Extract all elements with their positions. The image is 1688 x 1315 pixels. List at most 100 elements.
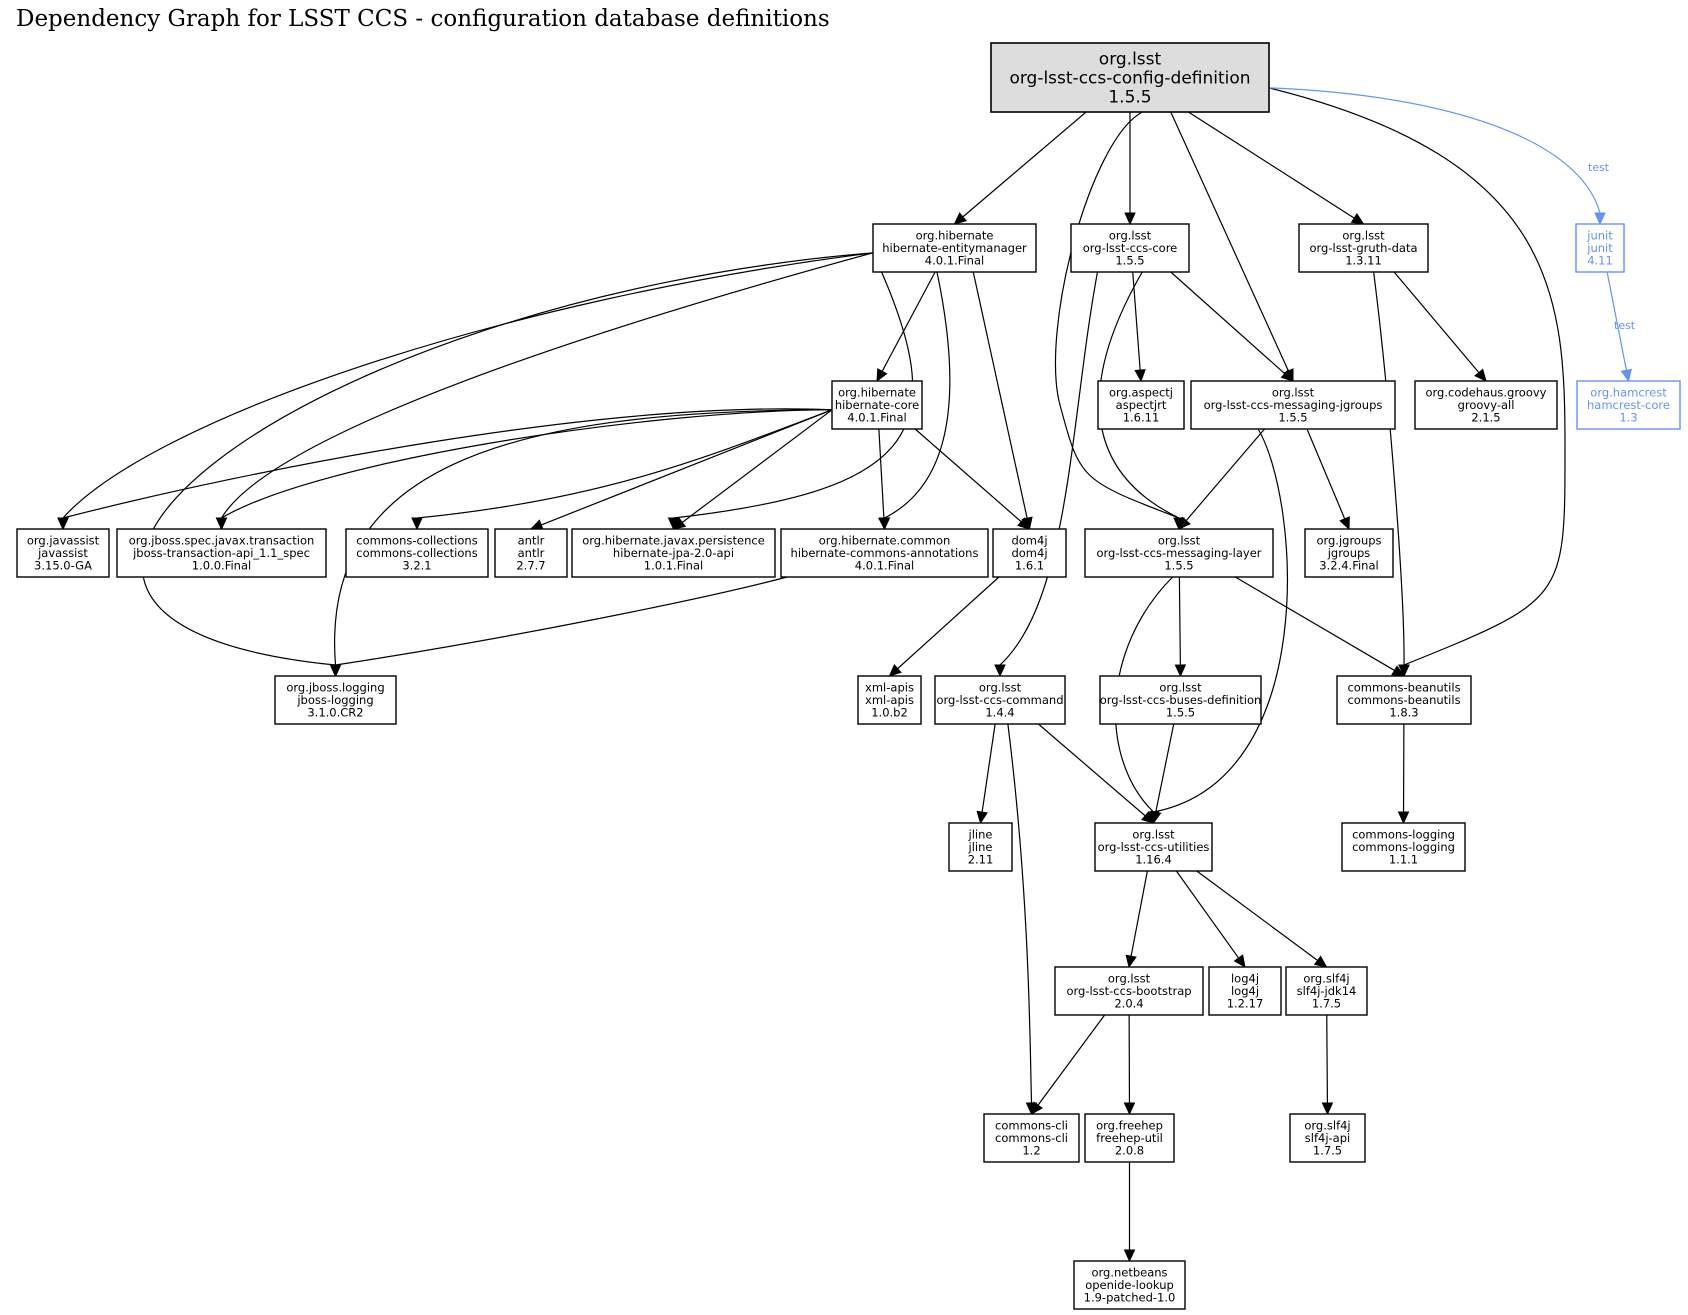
edge-line bbox=[1326, 1014, 1329, 1104]
arrowhead-icon bbox=[1124, 212, 1136, 226]
node-hibernate-entitymanager[interactable]: org.hibernatehibernate-entitymanager4.0.… bbox=[872, 223, 1037, 273]
edge-line bbox=[1306, 428, 1346, 520]
node-jboss-transaction-api_1.1_spec[interactable]: org.jboss.spec.javax.transactionjboss-tr… bbox=[116, 528, 327, 578]
node-version: 1.8.3 bbox=[1389, 706, 1418, 720]
edge-line bbox=[1373, 271, 1405, 666]
node-openide-lookup[interactable]: org.netbeansopenide-lookup1.9-patched-1.… bbox=[1073, 1260, 1186, 1310]
edge-hcore-to-dom4j bbox=[914, 428, 1031, 530]
edge-line bbox=[221, 409, 833, 519]
node-artifact: hamcrest-core bbox=[1587, 398, 1670, 412]
node-artifact: slf4j-api bbox=[1305, 1131, 1350, 1145]
node-artifact: xml-apis bbox=[865, 693, 914, 707]
edge-hem-to-hcore bbox=[876, 271, 936, 383]
arrowhead-icon bbox=[1594, 212, 1606, 226]
node-commons-collections[interactable]: commons-collectionscommons-collections3.… bbox=[345, 528, 489, 578]
arrowhead-icon bbox=[215, 517, 228, 531]
node-version: 4.0.1.Final bbox=[925, 254, 984, 268]
node-artifact: dom4j bbox=[1011, 546, 1047, 560]
node-group: commons-cli bbox=[995, 1119, 1068, 1133]
node-version: 1.6.11 bbox=[1123, 411, 1160, 425]
node-version: 1.5.5 bbox=[1115, 254, 1144, 268]
node-box bbox=[16, 528, 110, 578]
node-version: 1.4.4 bbox=[985, 706, 1014, 720]
node-group: org.lsst bbox=[1109, 229, 1152, 243]
edge-label: test bbox=[1614, 319, 1636, 332]
node-group: org.lsst bbox=[1132, 828, 1175, 842]
node-org-lsst-ccs-messaging-layer[interactable]: org.lsstorg-lsst-ccs-messaging-layer1.5.… bbox=[1084, 528, 1274, 578]
node-group: antlr bbox=[518, 534, 545, 548]
node-box bbox=[857, 675, 922, 725]
node-version: 3.15.0-GA bbox=[34, 559, 92, 573]
arrowhead-icon bbox=[329, 664, 342, 678]
arrowhead-icon bbox=[1134, 369, 1146, 383]
node-org-lsst-ccs-config-definition[interactable]: org.lsstorg-lsst-ccs-config-definition1.… bbox=[990, 42, 1270, 113]
node-box bbox=[992, 528, 1067, 578]
node-group: org.aspectj bbox=[1109, 386, 1173, 400]
edge-line bbox=[1234, 576, 1395, 671]
node-box bbox=[831, 380, 923, 430]
node-version: 1.16.4 bbox=[1135, 853, 1172, 867]
node-group: org.slf4j bbox=[1303, 972, 1349, 986]
node-artifact: javassist bbox=[37, 546, 88, 560]
edge-line bbox=[541, 409, 833, 526]
node-version: 1.5.5 bbox=[1166, 706, 1195, 720]
edge-mjg-to-ml bbox=[1178, 428, 1265, 530]
edge-hcore-to-jpa bbox=[672, 409, 833, 530]
node-version: 1.0.1.Final bbox=[644, 559, 703, 573]
edge-line bbox=[1054, 111, 1180, 519]
node-artifact: org-lsst-ccs-messaging-jgroups bbox=[1204, 398, 1383, 412]
node-hibernate-jpa-2.0-api[interactable]: org.hibernate.javax.persistencehibernate… bbox=[571, 528, 776, 578]
node-version: 4.0.1.Final bbox=[847, 411, 906, 425]
node-version: 3.2.4.Final bbox=[1319, 559, 1378, 573]
edge-mjg-to-util bbox=[1147, 428, 1288, 825]
edge-line bbox=[1153, 428, 1288, 813]
edge-line bbox=[1175, 870, 1240, 959]
node-artifact: openide-lookup bbox=[1085, 1278, 1174, 1292]
node-group: org.lsst bbox=[1108, 972, 1151, 986]
node-hibernate-commons-annotations[interactable]: org.hibernate.commonhibernate-commons-an… bbox=[780, 528, 989, 578]
edge-line bbox=[62, 252, 874, 519]
node-box bbox=[571, 528, 776, 578]
node-artifact: jline bbox=[968, 840, 993, 854]
node-org-lsst-ccs-messaging-jgroups[interactable]: org.lsstorg-lsst-ccs-messaging-jgroups1.… bbox=[1190, 380, 1396, 430]
arrowhead-icon bbox=[976, 810, 988, 825]
edge-root-to-junit: test bbox=[1268, 87, 1610, 226]
node-box bbox=[1094, 822, 1213, 872]
node-artifact: jgroups bbox=[1327, 546, 1371, 560]
edges-layer: test test bbox=[57, 87, 1636, 1263]
node-artifact: hibernate-commons-annotations bbox=[791, 546, 979, 560]
edge-line bbox=[1007, 723, 1033, 1104]
node-artifact: slf4j-jdk14 bbox=[1297, 984, 1357, 998]
node-artifact: org-lsst-ccs-buses-definition bbox=[1100, 693, 1262, 707]
node-artifact: freehep-util bbox=[1096, 1131, 1163, 1145]
node-group: org.jboss.logging bbox=[286, 681, 384, 695]
node-org-lsst-ccs-buses-definition[interactable]: org.lsstorg-lsst-ccs-buses-definition1.5… bbox=[1099, 675, 1262, 725]
node-box bbox=[1054, 966, 1204, 1016]
edge-root-to-gruth bbox=[1188, 111, 1365, 225]
edge-line bbox=[878, 428, 885, 519]
